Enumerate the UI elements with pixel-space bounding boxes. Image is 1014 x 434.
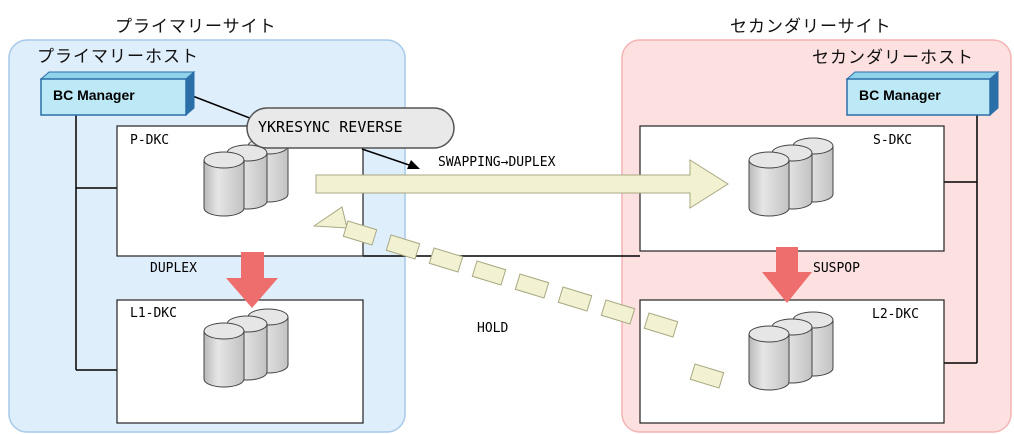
p-l1-status-label: DUPLEX bbox=[150, 261, 197, 276]
l1-dkc-label: L1-DKC bbox=[130, 306, 177, 321]
secondary-site-title: セカンダリーサイト bbox=[730, 17, 892, 37]
secondary-host-title: セカンダリーホスト bbox=[812, 48, 974, 68]
primary-host-lines bbox=[75, 94, 256, 371]
primary-site-title: プライマリーサイト bbox=[115, 17, 277, 37]
hold-status-label: HOLD bbox=[477, 321, 509, 336]
s-l2-status-label: SUSPOP bbox=[813, 261, 860, 276]
command-pill bbox=[246, 107, 455, 149]
l2-dkc-label: L2-DKC bbox=[872, 307, 919, 322]
s-to-l2-arrow bbox=[762, 247, 812, 303]
primary-bc-manager-label: BC Manager bbox=[53, 87, 135, 103]
command-arrow-head bbox=[407, 160, 420, 169]
resync-arrow bbox=[315, 159, 729, 209]
secondary-bc-manager-box bbox=[845, 70, 1000, 117]
p-dkc-label: P-DKC bbox=[130, 133, 170, 148]
primary-bc-manager-box bbox=[39, 70, 196, 117]
command-label: YKRESYNC REVERSE bbox=[258, 118, 403, 136]
command-arrow bbox=[361, 148, 413, 167]
hold-arrow bbox=[312, 206, 725, 389]
secondary-host-lines bbox=[944, 110, 978, 364]
p-to-l1-arrow bbox=[226, 252, 278, 308]
pair-status-label: SWAPPING→DUPLEX bbox=[438, 155, 556, 170]
secondary-bc-manager-label: BC Manager bbox=[859, 87, 941, 103]
primary-host-title: プライマリーホスト bbox=[37, 47, 199, 67]
s-dkc-label: S-DKC bbox=[873, 133, 913, 148]
